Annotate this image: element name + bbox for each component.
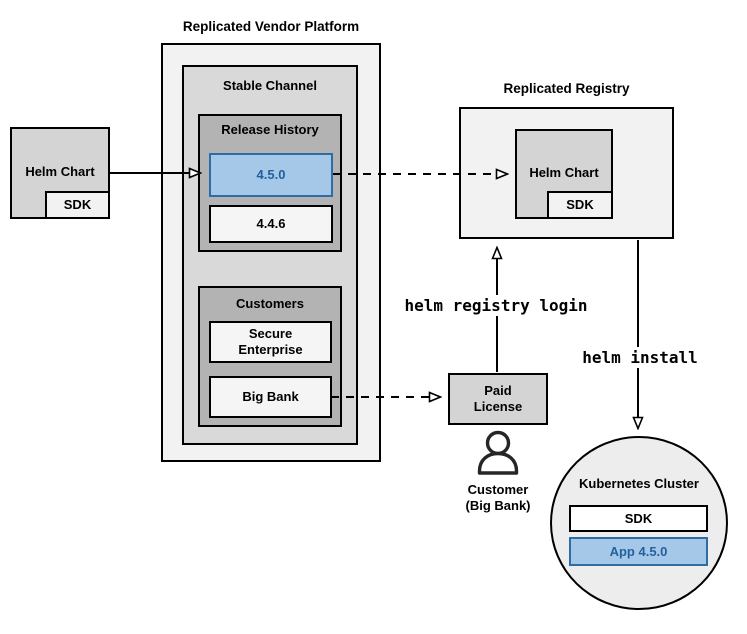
registry-login-command: helm registry login bbox=[400, 295, 592, 316]
source-sdk-label: SDK bbox=[63, 197, 92, 212]
cluster-sdk-box: SDK bbox=[569, 505, 708, 532]
customer-big-bank: Big Bank bbox=[209, 376, 332, 418]
release-history-label: Release History bbox=[221, 122, 319, 137]
release-version-4-4-6: 4.4.6 bbox=[209, 205, 333, 243]
customer-secure-enterprise: Secure Enterprise bbox=[209, 321, 332, 363]
release-history-box: Release History 4.5.0 4.4.6 bbox=[198, 114, 342, 252]
cluster-app-label: App 4.5.0 bbox=[609, 543, 668, 559]
vendor-platform-title: Replicated Vendor Platform bbox=[182, 19, 360, 34]
cluster-sdk-label: SDK bbox=[624, 510, 653, 526]
release-version-4-5-0: 4.5.0 bbox=[209, 153, 333, 197]
registry-sdk-label: SDK bbox=[566, 197, 594, 212]
registry-title: Replicated Registry bbox=[503, 81, 630, 96]
paid-license-box: Paid License bbox=[448, 373, 548, 425]
customers-box: Customers Secure Enterprise Big Bank bbox=[198, 286, 342, 427]
paid-license-label: Paid License bbox=[473, 383, 523, 414]
source-helm-chart-box: Helm Chart SDK bbox=[10, 127, 110, 219]
kubernetes-cluster-circle: Kubernetes Cluster SDK App 4.5.0 bbox=[550, 436, 728, 610]
cluster-app-box: App 4.5.0 bbox=[569, 537, 708, 566]
registry-helm-chart-box: Helm Chart SDK bbox=[515, 129, 613, 219]
customer-name: Customer bbox=[467, 482, 529, 497]
customer-name-label: Secure Enterprise bbox=[238, 326, 303, 357]
source-sdk-box: SDK bbox=[45, 191, 110, 219]
customer-caption: Customer (Big Bank) bbox=[437, 482, 559, 514]
registry-sdk-box: SDK bbox=[547, 191, 613, 219]
helm-install-command: helm install bbox=[578, 347, 702, 368]
vendor-platform-box: Stable Channel Release History 4.5.0 4.4… bbox=[161, 43, 381, 462]
stable-channel-box: Stable Channel Release History 4.5.0 4.4… bbox=[182, 65, 358, 445]
source-helm-chart-label: Helm Chart bbox=[25, 164, 95, 179]
release-version-label: 4.5.0 bbox=[256, 167, 286, 182]
customers-label: Customers bbox=[236, 296, 304, 311]
registry-helm-chart-label: Helm Chart bbox=[529, 165, 599, 180]
customer-person-icon bbox=[477, 430, 519, 475]
registry-box: Helm Chart SDK bbox=[459, 107, 674, 239]
kubernetes-cluster-title: Kubernetes Cluster bbox=[579, 476, 699, 491]
stable-channel-label: Stable Channel bbox=[223, 78, 317, 93]
release-version-label: 4.4.6 bbox=[256, 216, 286, 231]
customer-name-label: Big Bank bbox=[242, 389, 299, 404]
customer-detail: (Big Bank) bbox=[465, 498, 531, 513]
